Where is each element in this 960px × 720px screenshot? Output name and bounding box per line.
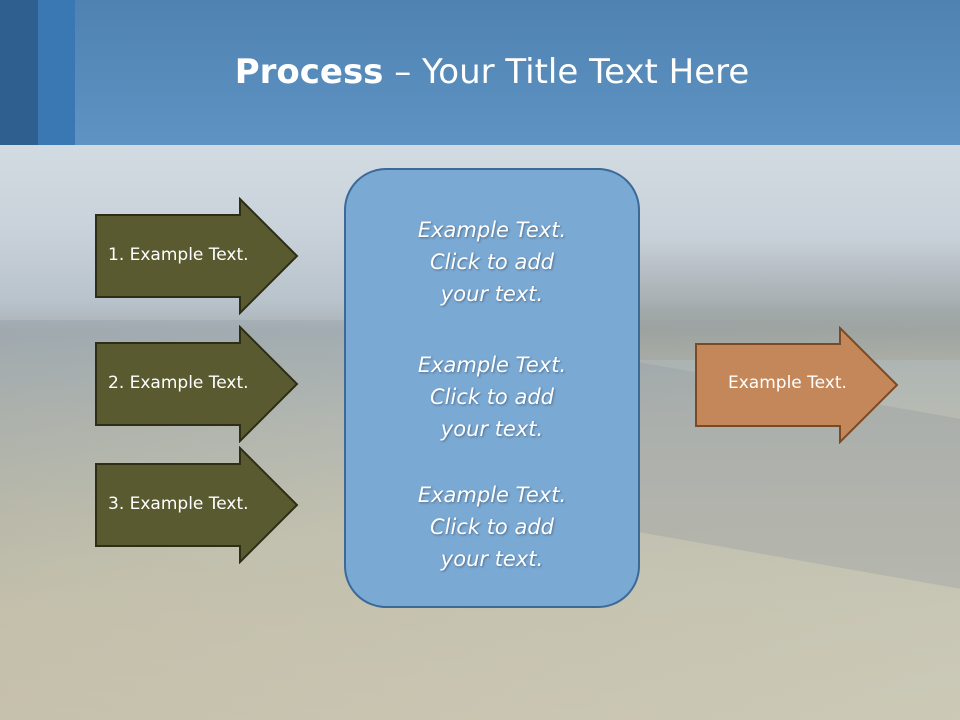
arrow-label: 3. Example Text. [108,494,249,514]
background-trees [640,240,960,360]
arrow-shape [695,326,899,444]
arrow-label: Example Text. [728,373,847,393]
arrow-shape [95,446,299,564]
center-text-block-3[interactable]: Example Text. Click to add your text. [346,479,638,575]
title-accent-light [38,0,75,145]
center-text-line: your text. [440,282,544,306]
title-strong: Process [234,52,384,92]
arrow-shape [95,197,299,315]
center-text-line: Example Text. [417,218,567,242]
center-text-block-1[interactable]: Example Text. Click to add your text. [346,214,638,310]
result-arrow[interactable]: Example Text. [694,326,900,444]
arrow-label: 1. Example Text. [108,245,249,265]
process-arrow-2[interactable]: 2. Example Text. [94,325,300,443]
title-bar [0,0,960,145]
title-rest: – Your Title Text Here [383,52,750,92]
center-content-box[interactable]: Example Text. Click to add your text. Ex… [344,168,640,608]
process-arrow-3[interactable]: 3. Example Text. [94,446,300,564]
center-text-block-2[interactable]: Example Text. Click to add your text. [346,349,638,445]
title-accent-dark [0,0,38,145]
process-arrow-1[interactable]: 1. Example Text. [94,197,300,315]
center-text-line: Example Text. [417,483,567,507]
center-text-line: Click to add [429,385,554,409]
arrow-label: 2. Example Text. [108,373,249,393]
center-text-line: Click to add [429,515,554,539]
center-text-line: Click to add [429,250,554,274]
center-text-line: Example Text. [417,353,567,377]
arrow-shape [95,325,299,443]
center-text-line: your text. [440,417,544,441]
slide-title[interactable]: Process – Your Title Text Here [0,52,960,92]
center-text-line: your text. [440,547,544,571]
